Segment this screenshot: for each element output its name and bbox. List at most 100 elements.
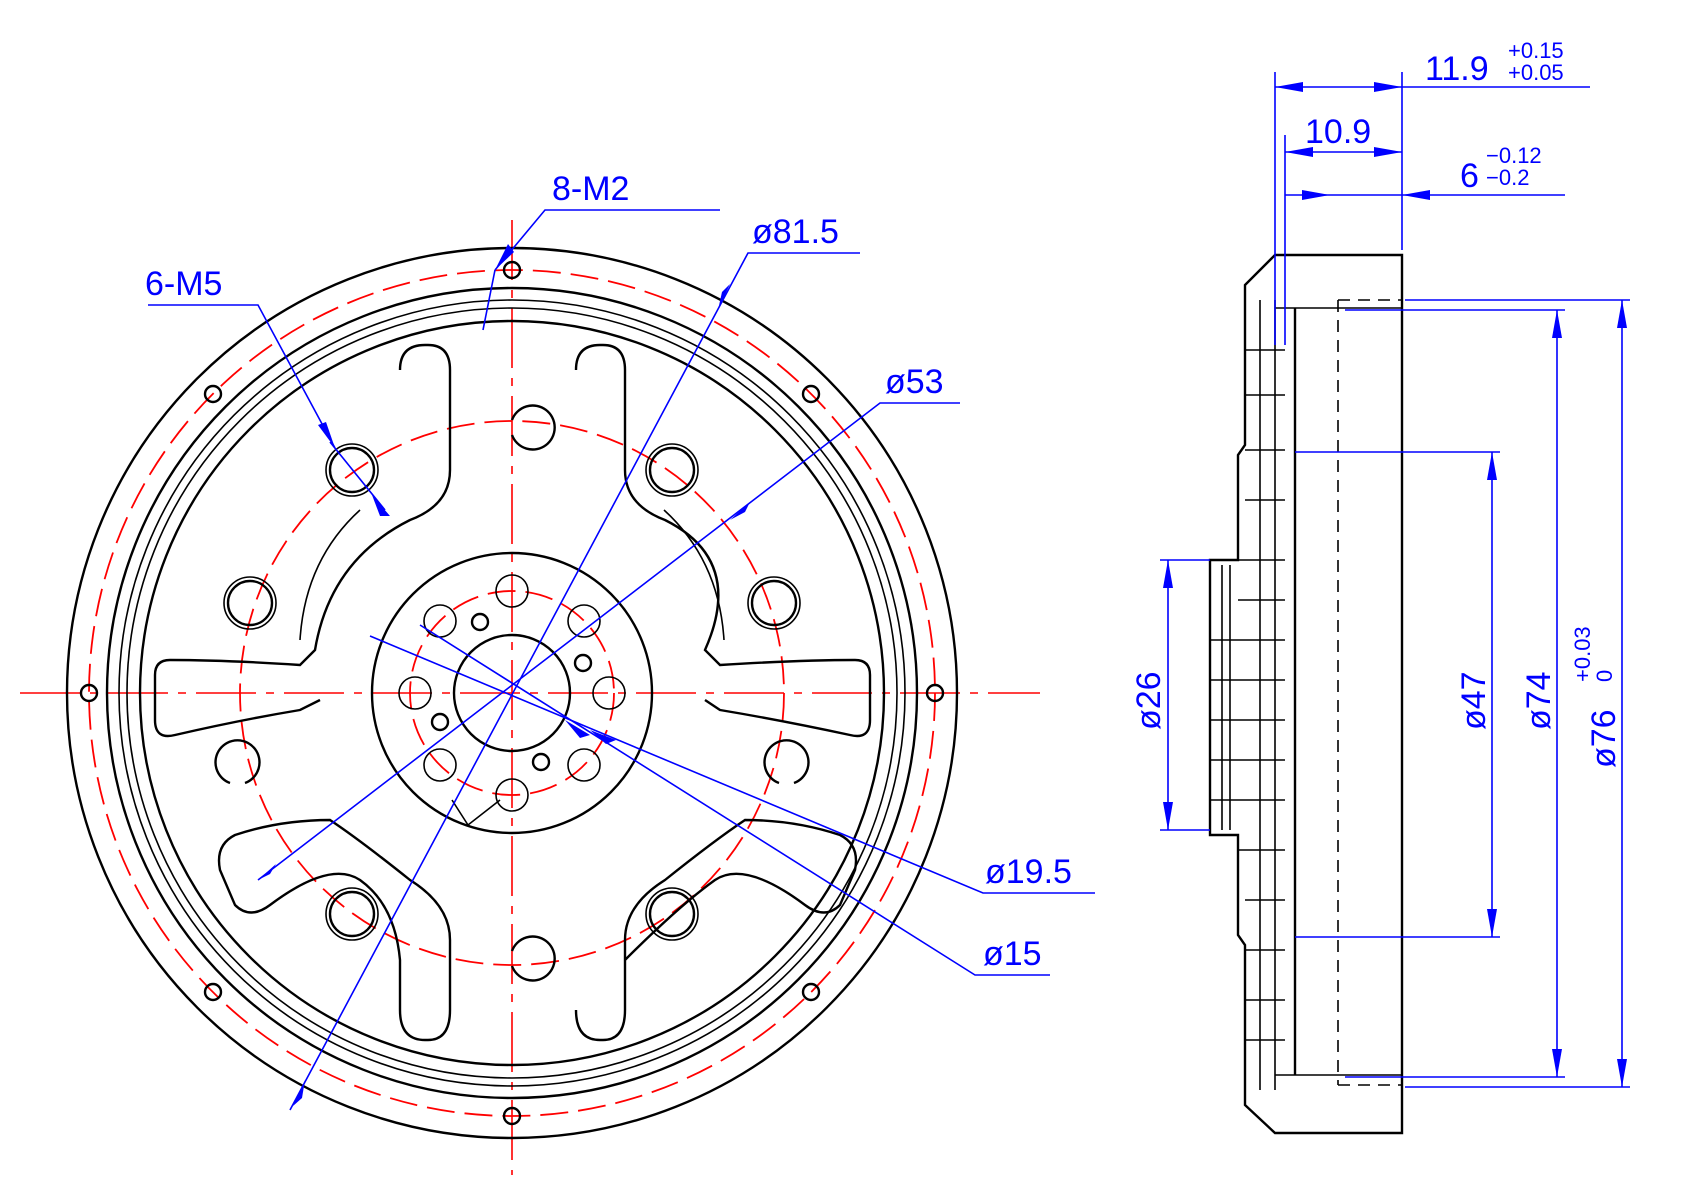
leader-dia-53 — [257, 402, 960, 881]
m5-hole — [750, 579, 798, 627]
arrow-dia-81-5-top — [718, 284, 730, 310]
dim-10-9: 10.9 — [1305, 113, 1371, 151]
hub-keyway — [451, 799, 501, 827]
dim-dia-76: ø76 — [1585, 709, 1623, 768]
inner-rim-step-1 — [118, 299, 906, 1087]
m5-hole-thread — [747, 576, 801, 630]
m2-hole — [502, 260, 522, 280]
hub-hole — [398, 676, 432, 710]
m5-hole-thread — [223, 576, 277, 630]
arrow-dia-47-top — [1487, 452, 1497, 480]
m5-hole — [226, 579, 274, 627]
cutout-lower-right — [574, 818, 858, 1042]
hub-small-hole — [430, 712, 450, 732]
body-edge — [138, 319, 886, 1067]
arrow-dia-53-bottom — [258, 864, 276, 880]
outer-rim — [65, 246, 959, 1140]
leader-dia-15 — [419, 624, 1050, 976]
m2-hole — [203, 982, 223, 1002]
m2-hole — [203, 384, 223, 404]
label-dia-53: ø53 — [885, 363, 944, 401]
side-top-dimensions: 11.9 +0.15 +0.05 10.9 6 −0.12 −0.2 — [1274, 38, 1590, 345]
leader-8-m2 — [494, 209, 720, 271]
leader-8-m2-tail — [482, 269, 496, 331]
m5-hole — [328, 446, 376, 494]
front-dimensions: 8-M2 6-M5 ø81.5 ø53 ø19.5 ø15 — [145, 170, 1095, 1111]
hub-small-hole — [573, 653, 593, 673]
arrow-dia-47-bottom — [1487, 909, 1497, 937]
dim-dia-47: ø47 — [1455, 671, 1493, 730]
m5-hole-thread — [325, 443, 379, 497]
hub-hole — [592, 676, 626, 710]
dim-dia-74: ø74 — [1520, 671, 1558, 730]
cutout-arc-left — [299, 509, 361, 641]
relief-hole — [510, 404, 556, 451]
hub-bolt-circle — [409, 590, 615, 796]
hub-outer — [370, 551, 654, 835]
inner-rim-step-2 — [126, 307, 898, 1079]
dim-11-9-tol-lower: +0.05 — [1508, 60, 1564, 85]
m5-hole-thread — [645, 443, 699, 497]
m2-hole — [801, 982, 821, 1002]
cutout-lower-left — [217, 818, 452, 1042]
leader-dia-81-5 — [289, 252, 860, 1111]
label-dia-81-5: ø81.5 — [752, 213, 839, 251]
side-diameter-dimensions: ø26 ø47 ø74 ø76 +0.03 0 — [1130, 299, 1630, 1088]
dim-dia-76-tol-lower: 0 — [1592, 670, 1617, 682]
arrow-6-left — [1302, 190, 1330, 200]
arrow-10-9-right — [1374, 147, 1402, 157]
arrow-10-9-left — [1285, 147, 1313, 157]
arrow-dia-74-top — [1552, 310, 1562, 338]
relief-holes — [214, 404, 810, 982]
m5-hole — [648, 446, 696, 494]
m5-hole-thread — [645, 887, 699, 941]
cutout-arc-right — [663, 509, 725, 641]
arrow-dia-26-bottom — [1163, 802, 1173, 830]
cutout-upper-left — [153, 343, 452, 738]
cutout-upper-right — [574, 343, 872, 738]
dim-11-9-tol-upper: +0.15 — [1508, 38, 1564, 63]
dim-6-tol-upper: −0.12 — [1486, 143, 1542, 168]
dim-dia-76-tol-upper: +0.03 — [1570, 626, 1595, 682]
arrow-6-right — [1402, 190, 1430, 200]
m2-hole — [502, 1106, 522, 1126]
hub-hole — [495, 778, 529, 812]
label-6-m5: 6-M5 — [145, 265, 222, 303]
dim-6-tol-lower: −0.2 — [1486, 165, 1529, 190]
side-view: 11.9 +0.15 +0.05 10.9 6 −0.12 −0.2 ø26 — [1130, 38, 1630, 1135]
arrow-dia-76-top — [1617, 300, 1627, 328]
hub-hole — [423, 748, 457, 782]
side-body-outline — [1208, 253, 1404, 1135]
relief-hole — [510, 935, 556, 982]
arrow-11-9-left — [1275, 82, 1303, 92]
relief-hole — [763, 739, 810, 785]
arrow-dia-15 — [565, 720, 590, 738]
m5-hole-thread — [325, 887, 379, 941]
m5-bolt-circle — [239, 420, 785, 966]
m2-hole — [925, 683, 945, 703]
relief-hole — [214, 739, 261, 785]
arrow-dia-74-bottom — [1552, 1049, 1562, 1077]
label-8-m2: 8-M2 — [552, 170, 629, 208]
label-dia-19-5: ø19.5 — [985, 853, 1072, 891]
hub-small-hole — [470, 612, 490, 632]
label-dia-15: ø15 — [983, 935, 1042, 973]
m2-bolt-circle — [88, 269, 936, 1117]
inner-rim — [105, 286, 919, 1100]
m2-hole — [801, 384, 821, 404]
hub-bore — [452, 633, 572, 753]
hub-hole — [495, 574, 529, 608]
m2-hole — [79, 683, 99, 703]
arrow-dia-26-top — [1163, 560, 1173, 588]
dim-6: 6 — [1460, 157, 1479, 195]
m5-holes — [223, 443, 801, 941]
leader-6-m5-cross — [329, 441, 386, 511]
arrow-11-9-right — [1374, 82, 1402, 92]
m5-hole — [328, 890, 376, 938]
leader-6-m5 — [148, 304, 336, 449]
hub-hole — [567, 604, 601, 638]
m5-hole — [648, 890, 696, 938]
arrow-dia-19-5 — [590, 730, 616, 744]
hub-hole — [567, 748, 601, 782]
